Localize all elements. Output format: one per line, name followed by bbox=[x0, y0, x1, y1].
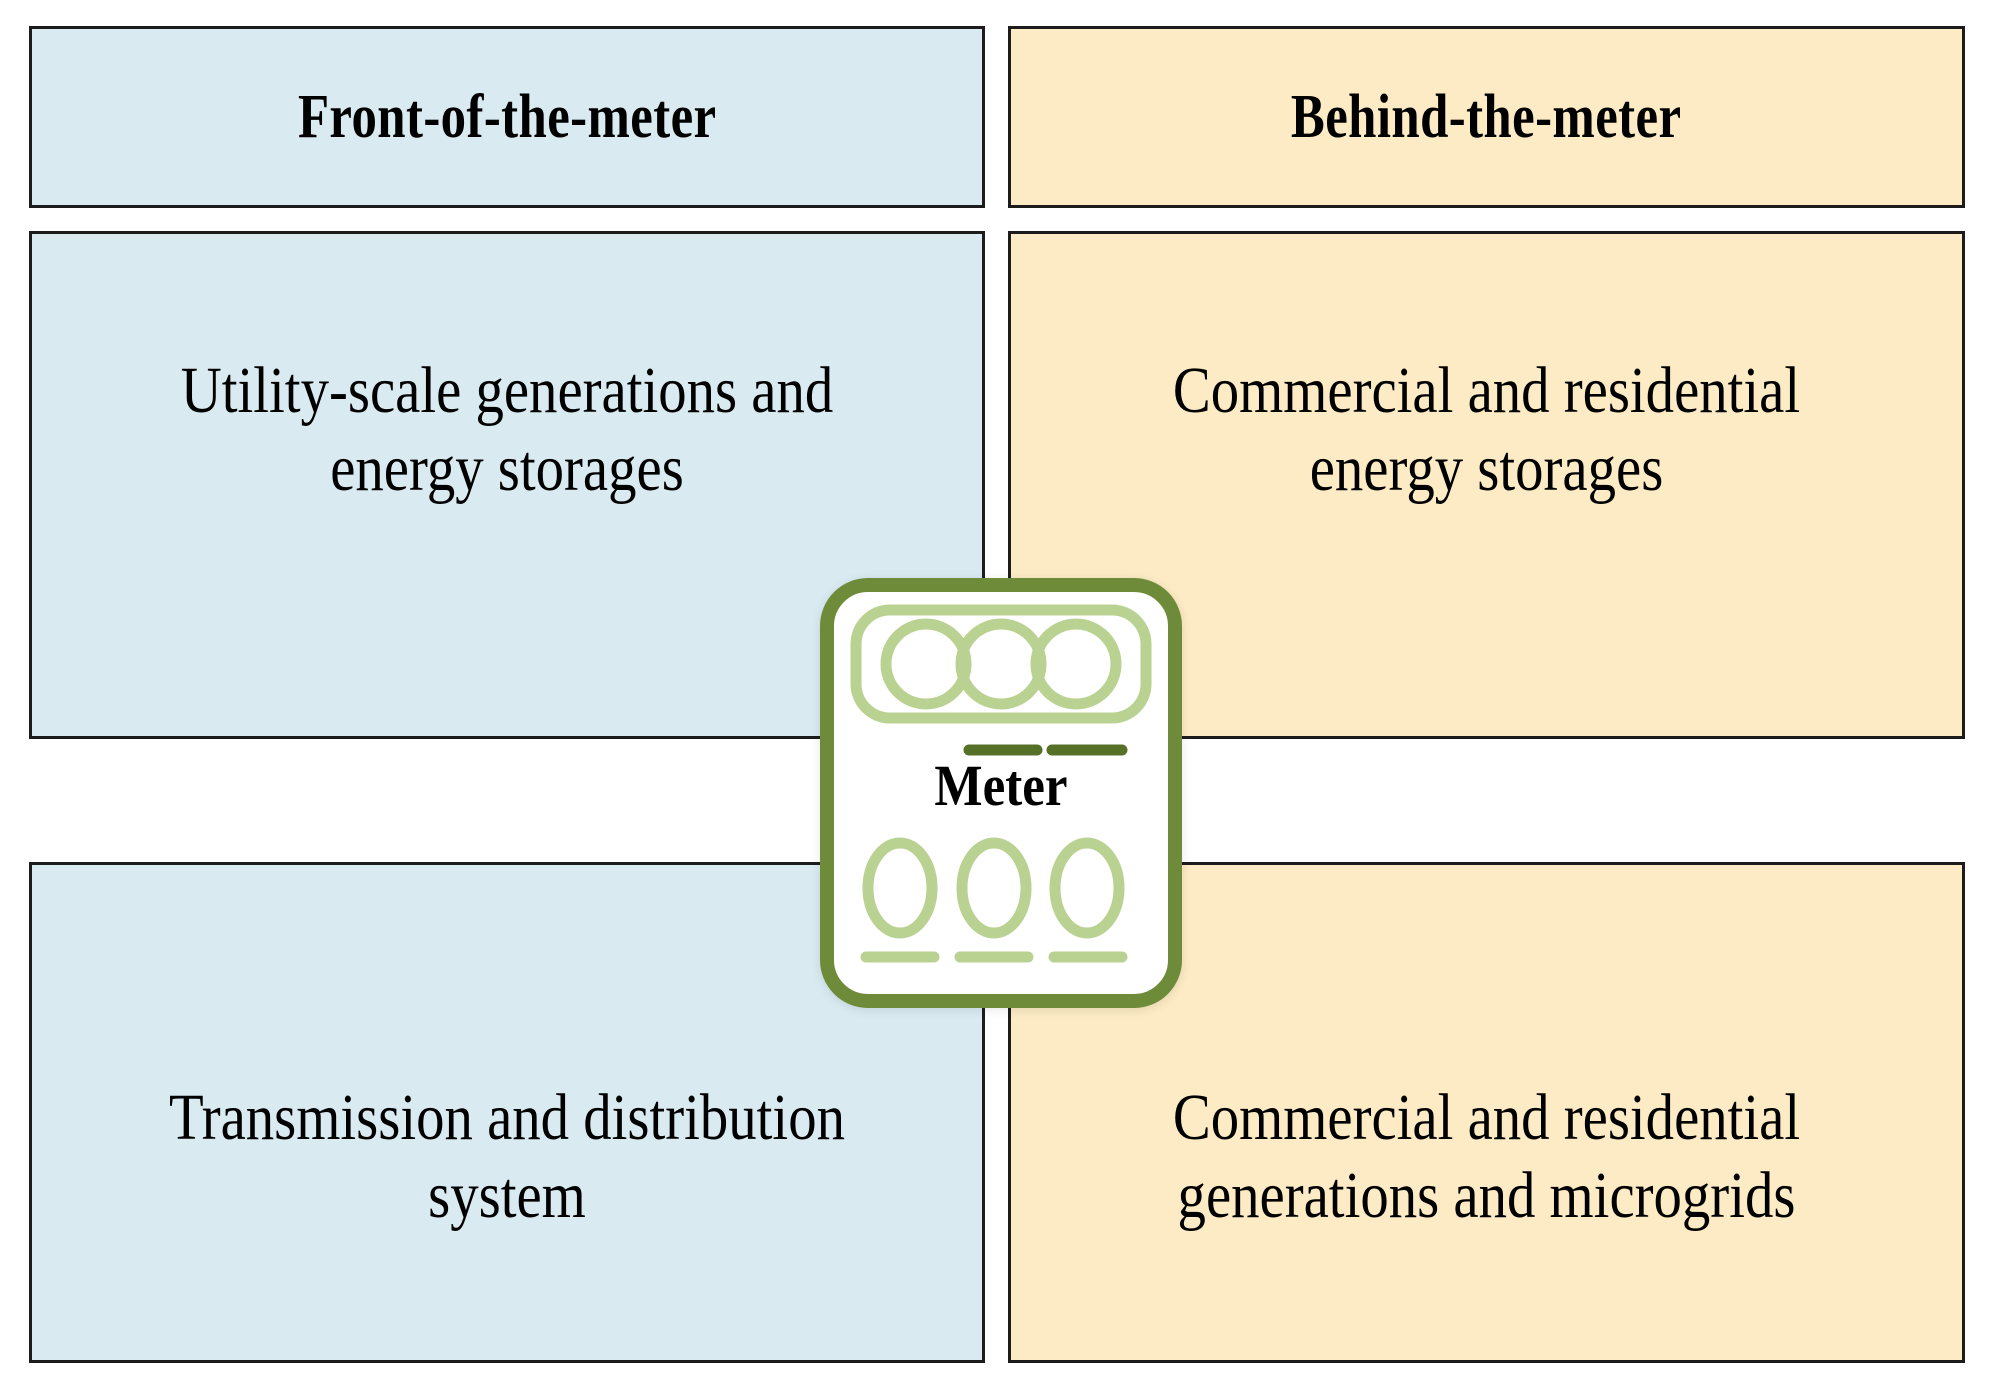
meter-dial-3 bbox=[1030, 618, 1122, 710]
meter-register-window bbox=[850, 604, 1152, 724]
content-box-label: Commercial and residential energy storag… bbox=[1172, 354, 1801, 505]
content-box-front-of-the-meter-upper: Utility-scale generations and energy sto… bbox=[29, 231, 985, 739]
column-header-label: Front-of-the-meter bbox=[297, 82, 717, 151]
meter-digit-oval-2 bbox=[956, 837, 1032, 939]
meter-digit-oval-1 bbox=[862, 837, 938, 939]
meter-dial-2 bbox=[955, 618, 1047, 710]
column-header-front-of-the-meter: Front-of-the-meter bbox=[29, 26, 985, 208]
meter-glyph bbox=[850, 604, 1152, 963]
electric-meter-icon: Meter bbox=[820, 578, 1182, 1008]
meter-dial-1 bbox=[880, 618, 972, 710]
column-header-behind-the-meter: Behind-the-meter bbox=[1008, 26, 1965, 208]
meter-digit-oval-3 bbox=[1049, 837, 1125, 939]
content-box-label: Utility-scale generations and energy sto… bbox=[180, 354, 834, 505]
content-box-label: Transmission and distribution system bbox=[169, 1080, 845, 1232]
content-box-label: Commercial and residential generations a… bbox=[1172, 1080, 1801, 1232]
column-header-label: Behind-the-meter bbox=[1291, 82, 1682, 151]
